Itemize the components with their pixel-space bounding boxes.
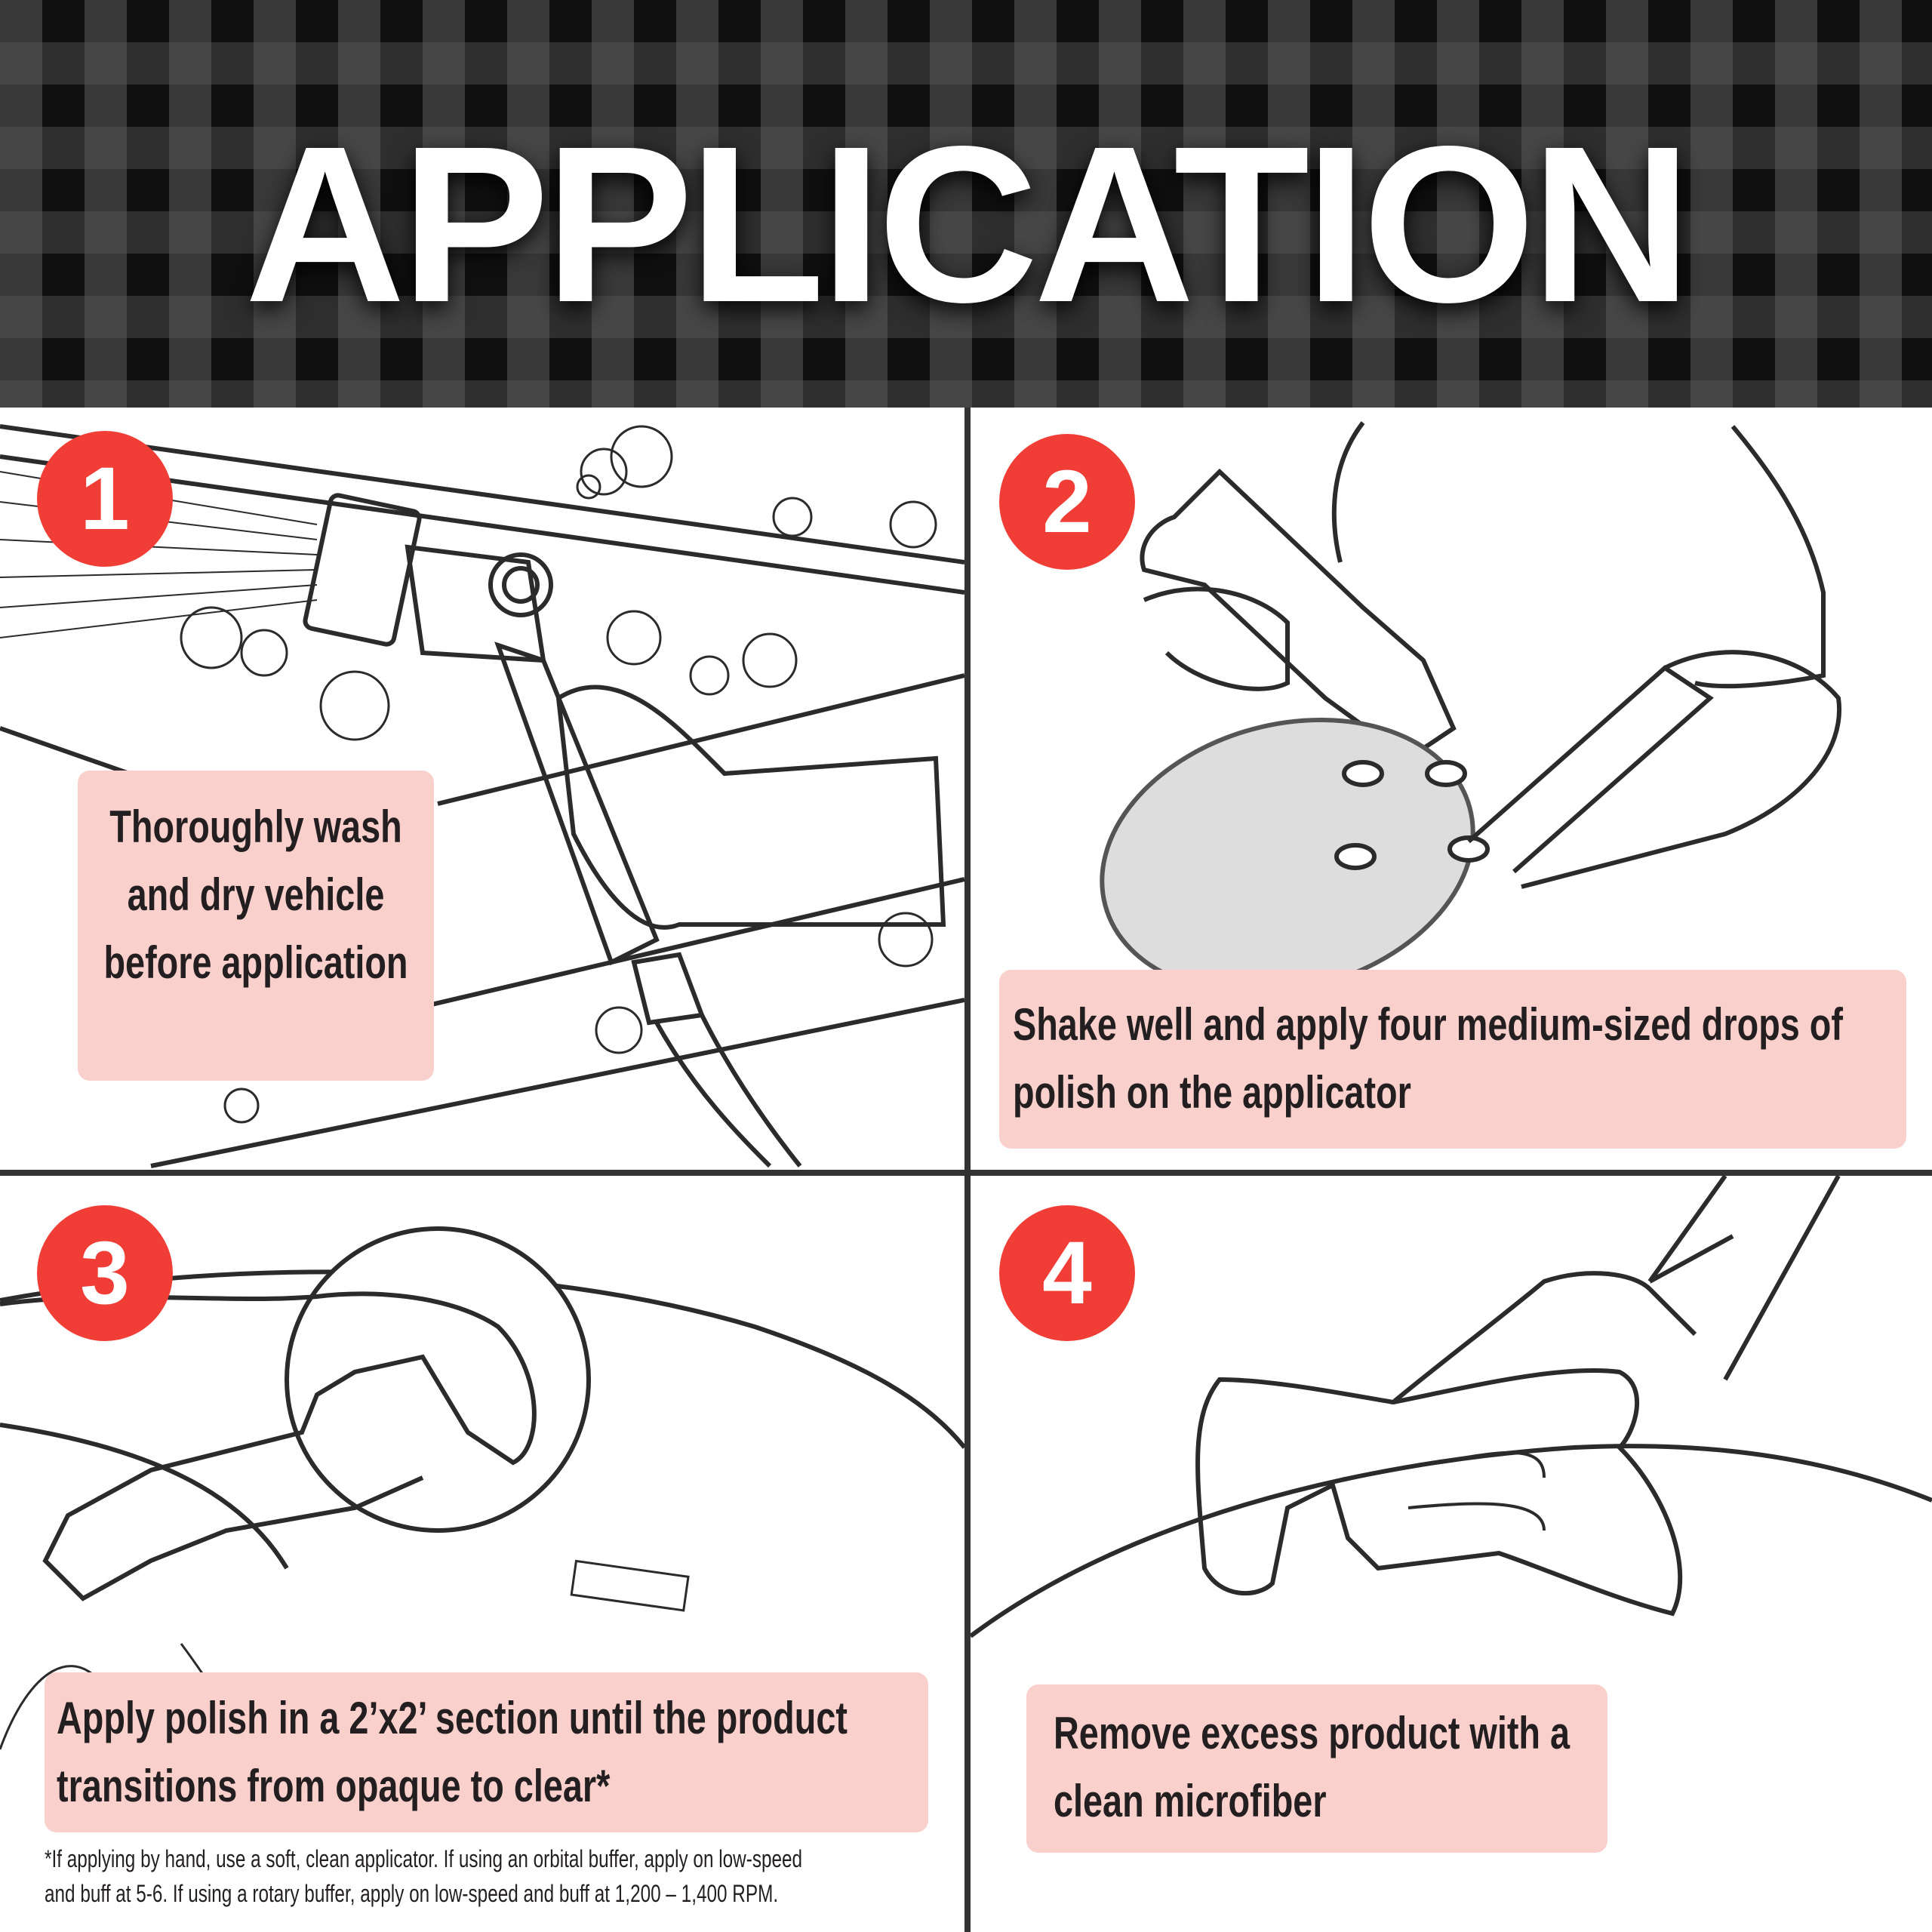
- hand-applicator-illustration: [0, 1226, 964, 1781]
- page-title: APPLICATION: [245, 100, 1692, 349]
- footnote-line-2: and buff at 5-6. If using a rotary buffe…: [45, 1880, 779, 1907]
- step-1-text: Thoroughly wash and dry vehicle before a…: [103, 801, 408, 988]
- carbon-fiber-header: APPLICATION: [0, 0, 1932, 408]
- step-3-text: Apply polish in a 2’x2’ section until th…: [57, 1693, 848, 1811]
- footnote-line-1: *If applying by hand, use a soft, clean …: [45, 1845, 803, 1872]
- step-2-badge: 2: [999, 434, 1135, 570]
- step-1-box: Thoroughly wash and dry vehicle before a…: [78, 771, 434, 1081]
- step-1-badge: 1: [37, 431, 173, 567]
- step-2-text: Shake well and apply four medium-sized d…: [1013, 999, 1843, 1118]
- footnote: *If applying by hand, use a soft, clean …: [45, 1841, 803, 1911]
- step-3-badge: 3: [37, 1205, 173, 1341]
- step-2-box: Shake well and apply four medium-sized d…: [999, 970, 1906, 1149]
- step-4-box: Remove excess product with a clean micro…: [1026, 1684, 1607, 1853]
- step-4-badge: 4: [999, 1205, 1135, 1341]
- microfiber-wipe-illustration: [971, 1176, 1932, 1638]
- step-3-box: Apply polish in a 2’x2’ section until th…: [45, 1672, 928, 1832]
- horizontal-divider: [0, 1170, 1932, 1176]
- step-4-text: Remove excess product with a clean micro…: [1054, 1708, 1571, 1826]
